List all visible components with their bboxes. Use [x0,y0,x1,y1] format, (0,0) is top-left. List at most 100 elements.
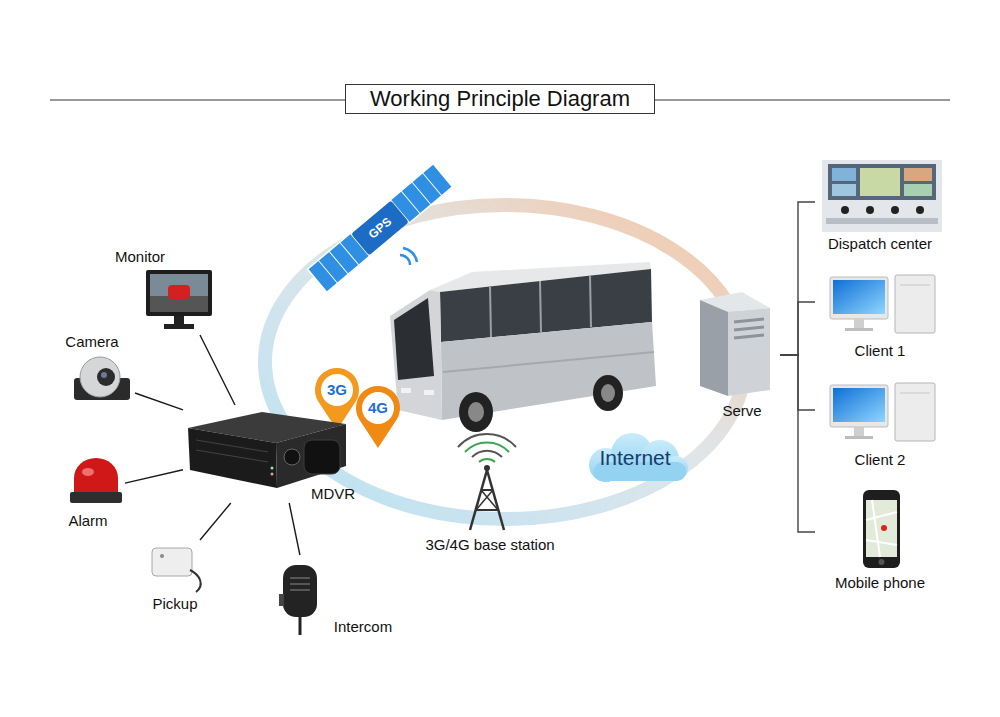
mobile-phone-illustration [863,490,900,568]
pc-detail [900,285,930,286]
network-pin: 3G [317,370,357,410]
monitor-bezel [146,270,212,316]
internet-cloud-node: Internet [585,437,685,482]
server-front [728,308,770,396]
mdvr-side [276,424,346,488]
mobile-phone-node: Mobile phone [815,485,945,590]
monitor-node: Monitor [105,245,220,335]
client-node: Client 1 [815,268,945,358]
monitor-base [845,436,873,439]
window-divider [540,281,541,332]
gps-satellite [308,164,453,292]
alarm-illustration [70,458,122,503]
panel-grid [422,173,441,196]
node-label: 4G [358,399,398,417]
node-label: Dispatch center [815,235,945,253]
signal-ring [265,205,745,519]
wheel-hub [601,384,615,402]
mic-grille [290,589,310,591]
server-side [700,300,728,396]
map-pin [881,525,887,531]
connector-line [780,202,815,355]
pickup-body [152,548,192,576]
node-label: MDVR [308,485,358,503]
network-pin: 4G [358,388,398,428]
phone-body [863,490,900,568]
connector-line [780,302,815,355]
monitor-stand [854,319,864,328]
window-divider [590,276,591,327]
map-road [866,500,897,557]
monitor-frame [830,277,888,319]
camera-lens [97,368,115,386]
pin-marker [356,386,400,448]
tower-brace [476,509,498,511]
connector-line [289,503,300,555]
panel-grid [412,182,431,205]
monitor-stand [854,427,864,436]
alarm-base [70,492,122,503]
node-label: Internet [585,449,685,467]
node-label: Camera [57,333,127,351]
connector-line [125,470,183,483]
alarm-dome [74,458,118,492]
monitor-stand [174,316,184,324]
panel-grid [401,191,420,214]
drive-bay [734,335,764,338]
node-label: Intercom [328,618,398,636]
pickup-node: Pickup [140,540,210,612]
mic-body [283,565,317,617]
headlight [401,388,411,393]
room [822,160,942,232]
base-station [458,434,516,530]
pc-tower [895,275,935,333]
node-label: Client 2 [815,451,945,469]
mdvr-fin [196,450,268,462]
monitor-screen [833,388,885,422]
dispatch-center-node: Dispatch center [815,155,945,252]
wall-screen [904,168,932,181]
monitor-screen [150,274,208,312]
alarm-node: Alarm [55,455,125,533]
client-computer [830,383,935,441]
tower-brace [476,490,493,510]
headlight [424,390,434,395]
node-label: Serve [712,402,772,420]
node-label: Alarm [58,512,118,530]
operator [891,206,899,214]
drive-bay [734,327,764,330]
drive-bay [734,319,764,322]
satellite-body [351,201,409,256]
node-label: Mobile phone [815,574,945,592]
connector-line [780,355,815,532]
pc-detail [900,393,930,394]
wheel [593,375,623,411]
monitor-frame [830,385,888,427]
mdvr-cover [304,440,340,474]
dispatch-center-photo [822,160,942,232]
mdvr-fin [196,440,268,452]
signal-wave [400,255,410,265]
phone-screen [866,500,897,557]
bus-windshield [394,298,434,380]
mdvr-front [188,428,277,488]
camera-illustration [74,357,130,400]
video-wall [828,164,936,200]
connector-line [780,355,815,410]
wall-screen [832,184,856,196]
server-tower [700,292,770,396]
wheel [459,392,493,432]
title-rule [655,100,950,101]
node-label: Client 1 [815,342,945,360]
wall-screen [860,168,900,196]
desk [826,218,938,224]
mic-grille [290,583,310,585]
node-label: 3G [317,381,357,399]
mdvr-lock [284,449,300,465]
camera-node: Camera [55,330,135,405]
tower-brace [481,489,493,491]
wall-screen [904,184,932,196]
diagram-title: Working Principle Diagram [345,84,655,114]
radio-wave [458,434,516,447]
